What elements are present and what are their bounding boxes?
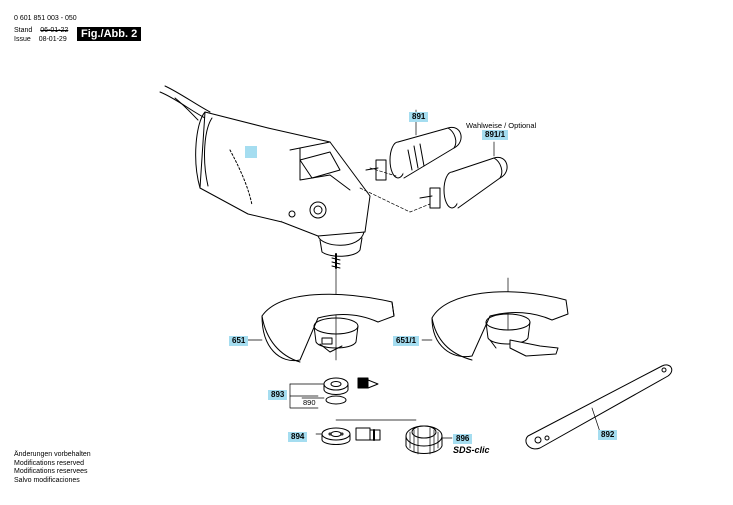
issue-label: Issue — [14, 36, 31, 43]
sds-clic-label: SDS-clic — [453, 445, 490, 455]
stand-row: Stand 06-01-22 — [14, 26, 68, 35]
guard-651-illustration — [261, 293, 395, 363]
optional-note: Wahlweise / Optional — [466, 121, 537, 130]
stand-date: 06-01-22 — [40, 27, 69, 34]
flange-893-illustration — [323, 377, 379, 405]
issue-date: 08-01-29 — [38, 36, 67, 43]
callout-651: 651 — [229, 336, 249, 346]
callout-894: 894 — [288, 432, 308, 442]
side-handle-891-1-illustration — [419, 156, 508, 209]
callout-896: 896 — [453, 434, 473, 444]
quick-clamping-nut-896-illustration — [405, 425, 443, 455]
footer-line-en: Modifications reserved — [14, 459, 85, 467]
callout-893: 893 — [268, 390, 288, 400]
side-handle-891-illustration — [365, 126, 462, 181]
angle-grinder-illustration — [159, 85, 371, 269]
callout-891-1: 891/1 — [482, 130, 509, 140]
callout-892: 892 — [598, 430, 618, 440]
pin-wrench-892-illustration — [525, 364, 673, 450]
part-number: 0 601 851 003 - 050 — [14, 15, 77, 22]
figure-label: Fig./Abb. 2 — [77, 27, 142, 41]
footer-line-de: Änderungen vorbehalten — [14, 451, 91, 458]
callout-651-1: 651/1 — [393, 336, 420, 346]
guard-651-1-illustration — [431, 291, 569, 361]
type-plate-marker — [245, 146, 257, 158]
stand-label: Stand — [14, 27, 33, 34]
callout-891: 891 — [409, 112, 429, 122]
footer-notice: Änderungen vorbehalten Modifications res… — [14, 451, 91, 485]
callout-890: 890 — [303, 398, 316, 407]
clamping-nut-894-illustration — [321, 427, 381, 445]
issue-row: Issue 08-01-29 — [14, 35, 67, 44]
footer-line-fr: Modifications reservees — [14, 468, 88, 475]
footer-line-es: Salvo modificaciones — [14, 476, 80, 484]
